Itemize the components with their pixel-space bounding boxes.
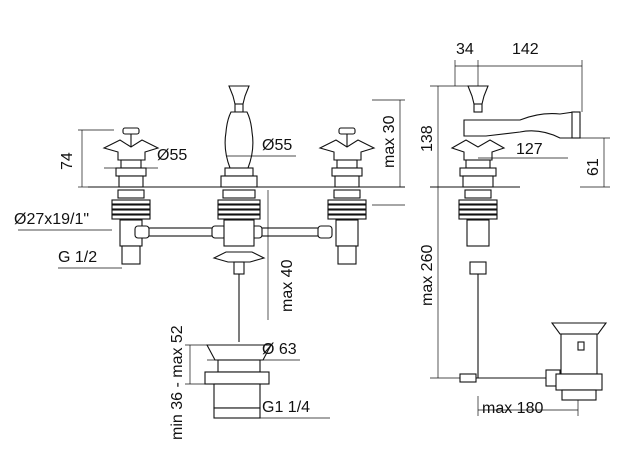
side-waste	[459, 322, 608, 401]
label-138: 138	[419, 125, 436, 152]
label-g12: G 1/2	[58, 249, 97, 266]
side-spout	[463, 111, 581, 139]
left-cross-handle	[102, 127, 160, 188]
label-g114: G1 1/4	[262, 399, 310, 416]
label-max260: max 260	[419, 245, 436, 306]
right-valve-body	[327, 189, 367, 265]
label-min36-max52: min 36 - max 52	[169, 325, 186, 440]
waste-front	[204, 344, 272, 419]
labels: Ø55 Ø55 Ø27x19/1" G 1/2 74 max 30 max 40…	[14, 41, 602, 440]
side-lever	[467, 85, 489, 113]
label-d27: Ø27x19/1"	[14, 211, 89, 228]
center-spout	[212, 85, 266, 342]
label-max30: max 30	[381, 115, 398, 168]
label-max40: max 40	[279, 259, 296, 312]
label-127: 127	[516, 141, 543, 158]
label-d55-right: Ø55	[262, 137, 292, 154]
right-cross-handle	[318, 127, 376, 188]
label-74: 74	[59, 152, 76, 170]
label-142: 142	[512, 41, 539, 58]
side-handle	[450, 139, 506, 378]
label-d55-left: Ø55	[157, 147, 187, 164]
side-view	[430, 60, 610, 416]
label-34: 34	[456, 41, 474, 58]
label-61: 61	[585, 158, 602, 176]
front-dimensions	[18, 99, 405, 419]
side-dimensions	[430, 60, 610, 416]
front-view	[18, 85, 405, 419]
label-max180: max 180	[482, 400, 543, 417]
label-d63: Ø 63	[262, 341, 297, 358]
